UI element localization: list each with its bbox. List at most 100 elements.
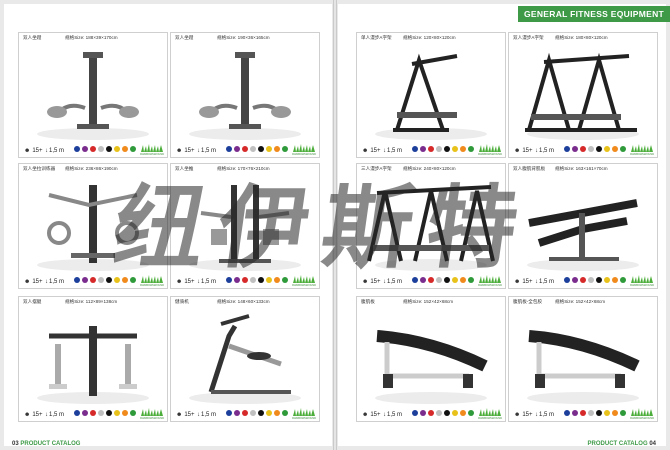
- card-footer: ☻ 15+ ↓ 1,5 m RAINBOWGROUND: [509, 273, 657, 288]
- color-swatch: [234, 146, 240, 152]
- color-swatch: [282, 146, 288, 152]
- color-swatch: [604, 410, 610, 416]
- product-name: 双人坐推: [175, 166, 194, 171]
- fall-arrow-icon: ↓: [383, 412, 386, 418]
- color-swatch: [572, 277, 578, 283]
- color-swatch: [266, 146, 272, 152]
- fall-arrow-icon: ↓: [197, 279, 200, 285]
- product-spec: 规格Size: 180×80×120cm: [555, 35, 608, 40]
- card-footer: ☻ 15+ ↓ 1,5 m RAINBOWGROUND: [171, 406, 319, 421]
- fall-height-indicator: ↓ 1,5 m: [45, 412, 64, 418]
- product-spec: 规格Size: 188×39×170cm: [65, 35, 118, 40]
- age-label: 15+: [522, 148, 533, 154]
- color-swatches: [564, 146, 626, 152]
- product-card: 单人漫步A字架 规格Size: 120×80×120cm ☻ 15+ ↓ 1,5…: [356, 32, 506, 158]
- color-swatch: [596, 146, 602, 152]
- card-footer: ☻ 15+ ↓ 1,5 m RAINBOWGROUND: [19, 406, 167, 421]
- age-indicator: ☻ 15+: [514, 279, 533, 285]
- color-swatch: [580, 410, 586, 416]
- product-spec: 规格Size: 112×89×138cm: [65, 299, 118, 304]
- product-spec: 规格Size: 163×161×70cm: [555, 166, 608, 171]
- color-swatches: [74, 146, 136, 152]
- product-name: 健骑机: [175, 299, 189, 304]
- fall-height-label: 1,5 m: [201, 412, 217, 418]
- product-spec: 规格Size: 170×76×210cm: [217, 166, 270, 171]
- grass-icon: [141, 408, 163, 416]
- fall-arrow-icon: ↓: [45, 148, 48, 154]
- age-person-icon: ☻: [362, 279, 369, 285]
- color-swatch: [130, 146, 136, 152]
- color-swatch: [428, 410, 434, 416]
- card-footer: ☻ 15+ ↓ 1,5 m RAINBOWGROUND: [171, 142, 319, 157]
- seated-push-trainer-icon: [189, 185, 301, 271]
- right-page-number: 04: [649, 441, 656, 447]
- grass-icon: [631, 408, 653, 416]
- color-swatch: [282, 410, 288, 416]
- grass-label: RAINBOWGROUND: [292, 153, 316, 156]
- age-person-icon: ☻: [24, 412, 31, 418]
- product-card: 双人坐蹬 规格Size: 190×36×165cm ☻ 15+ ↓ 1,5 m: [170, 32, 320, 158]
- card-footer: ☻ 15+ ↓ 1,5 m RAINBOWGROUND: [19, 273, 167, 288]
- grass-icon: [141, 144, 163, 152]
- grass-label: RAINBOWGROUND: [478, 153, 502, 156]
- product-name: 双人坐蹬: [175, 35, 194, 40]
- age-indicator: ☻ 15+: [24, 279, 43, 285]
- color-swatch: [412, 410, 418, 416]
- color-swatch: [114, 410, 120, 416]
- fall-height-label: 1,5 m: [49, 148, 65, 154]
- color-swatches: [74, 410, 136, 416]
- fall-height-label: 1,5 m: [387, 279, 403, 285]
- color-swatch: [122, 146, 128, 152]
- product-name: 三人漫步A字架: [361, 166, 392, 171]
- color-swatch: [258, 277, 264, 283]
- color-swatch: [612, 277, 618, 283]
- age-label: 15+: [32, 412, 43, 418]
- page-spine: [333, 0, 337, 450]
- color-swatches: [412, 410, 474, 416]
- fall-height-indicator: ↓ 1,5 m: [197, 279, 216, 285]
- grass-icon: [141, 275, 163, 283]
- color-swatch: [250, 410, 256, 416]
- fall-height-indicator: ↓ 1,5 m: [535, 412, 554, 418]
- age-indicator: ☻ 15+: [24, 412, 43, 418]
- color-swatch: [612, 410, 618, 416]
- color-swatch: [242, 146, 248, 152]
- color-swatch: [420, 146, 426, 152]
- color-swatch: [258, 410, 264, 416]
- age-label: 15+: [184, 279, 195, 285]
- product-spec: 规格Size: 190×36×165cm: [217, 35, 270, 40]
- color-swatch: [106, 146, 112, 152]
- color-swatch: [572, 146, 578, 152]
- color-swatches: [564, 410, 626, 416]
- grass-label: RAINBOWGROUND: [478, 417, 502, 420]
- rider-icon: [189, 314, 301, 404]
- leg-swing-icon: [37, 326, 149, 404]
- color-swatch: [82, 410, 88, 416]
- product-spec: 规格Size: 240×80×120cm: [403, 166, 456, 171]
- color-swatch: [460, 146, 466, 152]
- age-indicator: ☻ 15+: [176, 412, 195, 418]
- color-swatch: [130, 410, 136, 416]
- color-swatch: [234, 277, 240, 283]
- color-swatch: [428, 277, 434, 283]
- color-swatch: [564, 146, 570, 152]
- age-person-icon: ☻: [176, 412, 183, 418]
- product-name: 双人坐蹬: [23, 35, 42, 40]
- color-swatch: [444, 410, 450, 416]
- color-swatch: [460, 277, 466, 283]
- fall-height-indicator: ↓ 1,5 m: [197, 412, 216, 418]
- section-header: GENERAL FITNESS EQUIPMENT: [518, 6, 670, 22]
- grass-label: RAINBOWGROUND: [630, 417, 654, 420]
- color-swatch: [250, 146, 256, 152]
- color-swatch: [226, 410, 232, 416]
- color-swatch: [250, 277, 256, 283]
- grass-icon: [631, 144, 653, 152]
- grass-label: RAINBOWGROUND: [478, 284, 502, 287]
- product-name: 双人漫步A字架: [513, 35, 544, 40]
- color-swatch: [90, 277, 96, 283]
- grass-label: RAINBOWGROUND: [630, 284, 654, 287]
- color-swatch: [468, 277, 474, 283]
- color-swatch: [114, 146, 120, 152]
- color-swatch: [564, 277, 570, 283]
- age-indicator: ☻ 15+: [362, 412, 381, 418]
